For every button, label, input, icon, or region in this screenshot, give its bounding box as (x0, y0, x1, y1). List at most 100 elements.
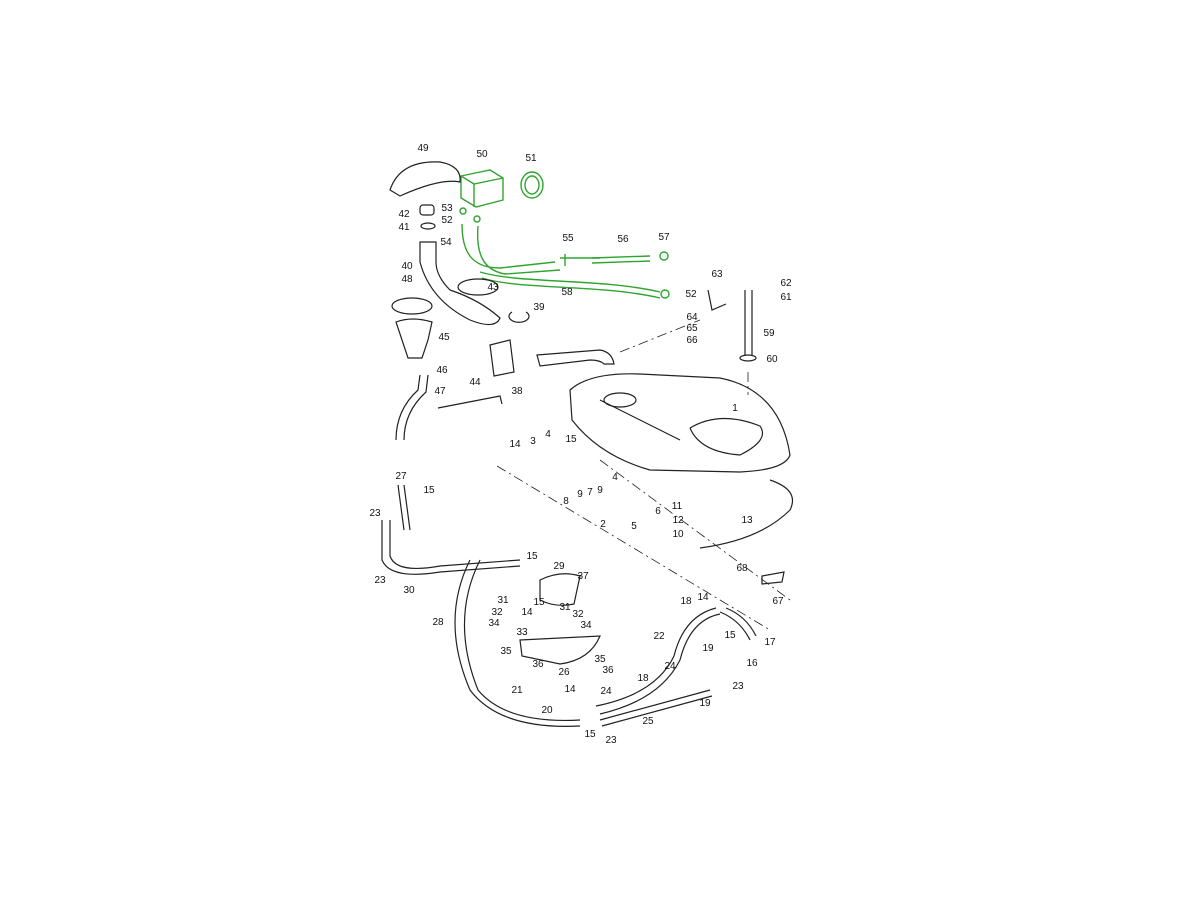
part-label-26: 26 (558, 667, 570, 678)
part-label-9: 9 (577, 489, 583, 500)
part-63-bracket (707, 289, 727, 311)
part-label-12: 12 (672, 515, 684, 526)
part-54-hose (461, 223, 556, 269)
part-label-25: 25 (642, 716, 654, 727)
part-27-line (397, 484, 411, 531)
part-label-48: 48 (401, 274, 413, 285)
part-label-65: 65 (686, 323, 698, 334)
part-44-strap (437, 395, 503, 409)
part-label-5: 5 (631, 521, 637, 532)
part-label-3: 3 (530, 436, 536, 447)
part-42 (419, 204, 435, 216)
part-label-52: 52 (685, 289, 697, 300)
part-label-50: 50 (476, 149, 488, 160)
part-label-10: 10 (672, 529, 684, 540)
part-label-49: 49 (417, 143, 429, 154)
part-label-18: 18 (637, 673, 649, 684)
part-1-tank (569, 373, 791, 473)
part-label-27: 27 (395, 471, 407, 482)
part-label-42: 42 (398, 209, 410, 220)
part-label-56: 56 (617, 234, 629, 245)
part-label-19: 19 (702, 643, 714, 654)
part-label-14: 14 (564, 684, 576, 695)
part-52b (660, 289, 670, 299)
part-53 (459, 207, 467, 215)
part-label-33: 33 (516, 627, 528, 638)
part-label-46: 46 (436, 365, 448, 376)
part-label-31: 31 (497, 595, 509, 606)
part-label-15: 15 (584, 729, 596, 740)
part-label-7: 7 (587, 487, 593, 498)
part-56-hose (591, 255, 651, 264)
part-label-2: 2 (600, 519, 606, 530)
part-label-31: 31 (559, 602, 571, 613)
part-label-23: 23 (374, 575, 386, 586)
part-label-64: 64 (686, 312, 698, 323)
part-label-23: 23 (605, 735, 617, 746)
part-label-14: 14 (509, 439, 521, 450)
part-51-ring (520, 171, 544, 199)
part-label-8: 8 (563, 496, 569, 507)
part-67-bracket (761, 571, 785, 585)
part-40-filler-neck (419, 241, 501, 326)
part-60-gasket (739, 354, 757, 362)
part-label-15: 15 (526, 551, 538, 562)
part-label-4: 4 (545, 429, 551, 440)
part-label-9: 9 (597, 485, 603, 496)
part-45-boot (395, 318, 433, 359)
part-label-60: 60 (766, 354, 778, 365)
part-52 (473, 215, 481, 223)
part-label-15: 15 (423, 485, 435, 496)
part-13-bracket (699, 479, 794, 549)
part-label-55: 55 (562, 233, 574, 244)
part-label-11: 11 (672, 501, 683, 512)
part-39-clamp (508, 311, 530, 323)
part-label-15: 15 (533, 597, 545, 608)
part-label-13: 13 (741, 515, 753, 526)
part-label-23: 23 (732, 681, 744, 692)
part-label-22: 22 (653, 631, 665, 642)
part-label-16: 16 (746, 658, 758, 669)
part-label-14: 14 (521, 607, 533, 618)
part-label-4: 4 (612, 472, 618, 483)
part-50-canister (460, 169, 504, 208)
part-label-63: 63 (711, 269, 723, 280)
part-label-37: 37 (577, 571, 589, 582)
part-label-57: 57 (658, 232, 670, 243)
part-label-58: 58 (561, 287, 573, 298)
part-label-20: 20 (541, 705, 553, 716)
part-25-line (599, 689, 713, 727)
part-label-34: 34 (488, 618, 500, 629)
part-label-6: 6 (655, 506, 661, 517)
part-58-hose (479, 271, 661, 299)
part-label-62: 62 (780, 278, 792, 289)
assembly-dash-line (496, 319, 791, 631)
part-label-35: 35 (594, 654, 606, 665)
part-label-45: 45 (438, 332, 450, 343)
part-label-18: 18 (680, 596, 692, 607)
part-label-67: 67 (772, 596, 784, 607)
part-label-36: 36 (602, 665, 614, 676)
part-label-40: 40 (401, 261, 413, 272)
part-label-44: 44 (469, 377, 481, 388)
part-49-shield (389, 161, 461, 197)
part-label-14: 14 (697, 592, 709, 603)
part-54-hose-b (476, 225, 561, 275)
fuel-line-30 (381, 520, 521, 575)
part-41 (420, 222, 436, 230)
part-label-30: 30 (403, 585, 415, 596)
part-label-32: 32 (491, 607, 503, 618)
part-label-41: 41 (398, 222, 410, 233)
part-label-61: 61 (780, 292, 792, 303)
part-label-66: 66 (686, 335, 698, 346)
part-43 (457, 278, 499, 296)
part-label-24: 24 (664, 661, 676, 672)
part-label-54: 54 (440, 237, 452, 248)
part-label-28: 28 (432, 617, 444, 628)
part-1-filler (603, 392, 637, 408)
part-29-pump (539, 573, 581, 606)
part-label-47: 47 (434, 386, 446, 397)
part-57-cap (659, 251, 669, 261)
